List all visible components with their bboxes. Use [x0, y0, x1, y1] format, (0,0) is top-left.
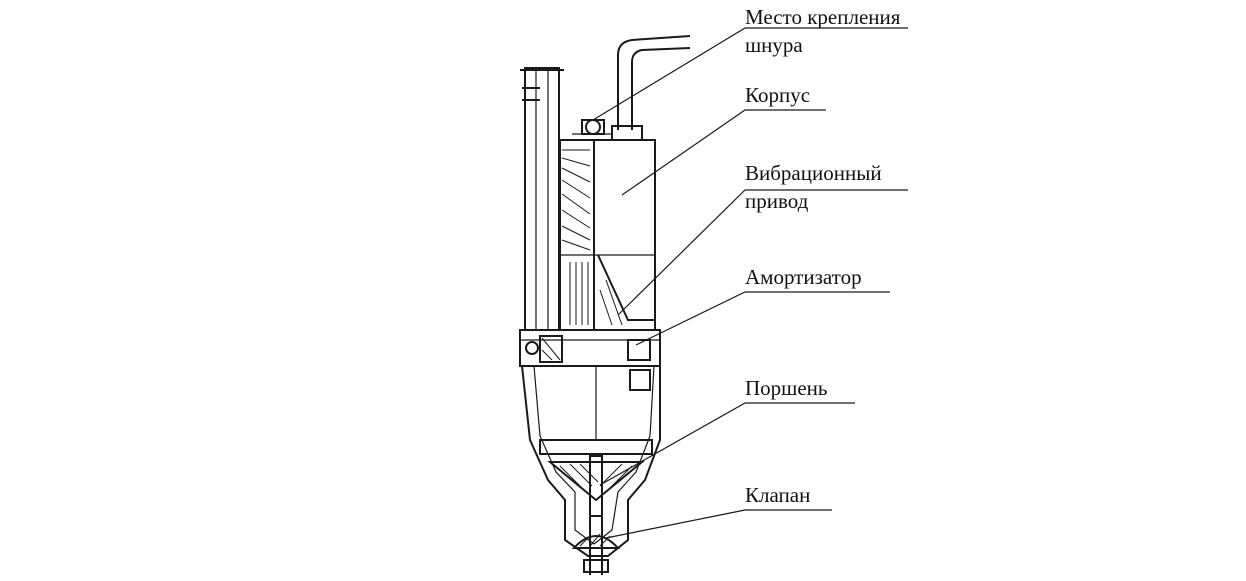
- label-housing: Корпус: [745, 83, 811, 107]
- cord-mount: [572, 119, 612, 135]
- valve: [571, 512, 621, 575]
- outlet-pipe: [520, 67, 564, 331]
- label-cord-mount-line2: шнура: [745, 33, 803, 57]
- lower-housing: [521, 365, 661, 557]
- leader-lines: [592, 27, 908, 539]
- label-drive-line2: привод: [745, 189, 809, 213]
- label-piston: Поршень: [745, 376, 828, 400]
- cable-gland: [611, 125, 643, 141]
- label-cord-mount-line1: Место крепления: [745, 5, 901, 29]
- label-drive-line1: Вибрационный: [745, 161, 882, 185]
- power-cable: [617, 35, 691, 130]
- housing: [559, 139, 656, 331]
- label-valve: Клапан: [745, 483, 811, 507]
- shock-absorber: [519, 329, 661, 367]
- label-shock-absorber: Амортизатор: [745, 265, 862, 289]
